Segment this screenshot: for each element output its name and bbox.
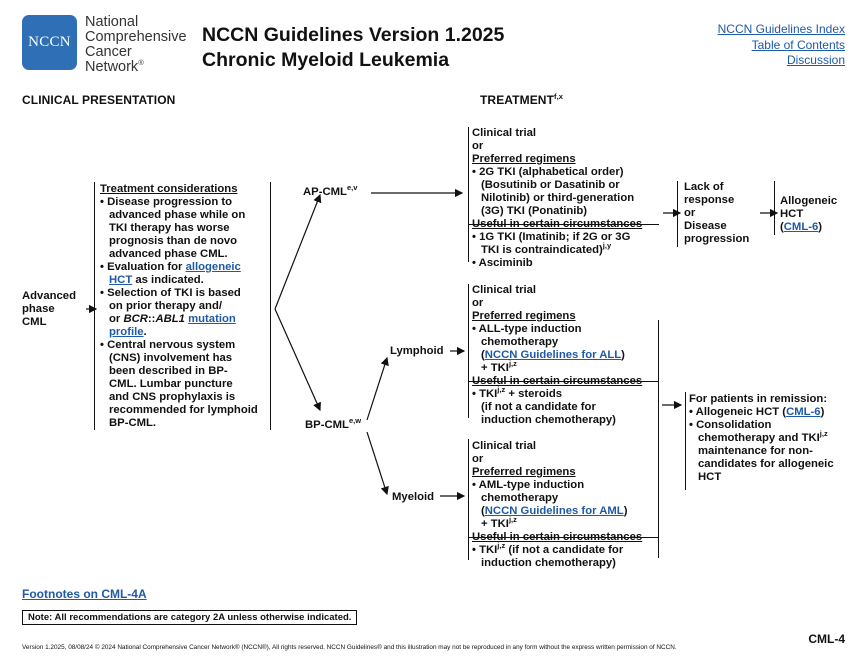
- considerations-bracket: [94, 182, 95, 430]
- treatment-header: TREATMENTf,x: [480, 92, 564, 107]
- allo-bracket: [774, 181, 775, 235]
- cml-6-link-ap[interactable]: CML-6: [783, 221, 819, 233]
- top-nav-links: NCCN Guidelines Index Table of Contents …: [718, 22, 845, 69]
- arrow-to-bp: [274, 308, 321, 412]
- clinical-presentation-header: CLINICAL PRESENTATION: [22, 93, 176, 107]
- remission-bracket: [685, 392, 686, 490]
- cml-6-link-remission[interactable]: CML-6: [786, 406, 821, 418]
- org-name: National Comprehensive Cancer Network®: [85, 14, 187, 75]
- mutation-profile-link-cont[interactable]: profile: [109, 326, 144, 338]
- mutation-profile-link[interactable]: mutation: [188, 313, 236, 325]
- myeloid-bracket: [468, 439, 469, 560]
- ap-regimens: Clinical trial or Preferred regimens • 2…: [472, 127, 643, 269]
- allogeneic-hct-link-cont[interactable]: HCT: [109, 274, 133, 286]
- arrow-to-lymphoid: [366, 356, 389, 421]
- allogeneic-hct-link[interactable]: allogeneic: [185, 261, 241, 273]
- lymphoid-bracket: [468, 284, 469, 418]
- guidelines-index-link[interactable]: NCCN Guidelines Index: [717, 22, 845, 36]
- allogeneic-hct-ap: Allogeneic HCT (CML-6): [780, 195, 838, 233]
- nccn-logo: NCCN: [22, 15, 77, 70]
- bp-merge-bracket: [658, 320, 659, 558]
- page-title: NCCN Guidelines Version 1.2025 Chronic M…: [202, 24, 505, 71]
- nccn-guidelines-aml-link[interactable]: NCCN Guidelines for AML: [484, 505, 624, 517]
- ap-bracket: [468, 127, 469, 262]
- copyright-footer: Version 1.2025, 08/08/24 © 2024 National…: [22, 644, 677, 651]
- footnotes-link[interactable]: Footnotes on CML-4A: [22, 587, 147, 601]
- lymphoid-label: Lymphoid: [390, 345, 444, 357]
- table-of-contents-link[interactable]: Table of Contents: [751, 37, 845, 52]
- page-id: CML-4: [808, 632, 845, 646]
- arrow-to-ap: [274, 193, 322, 310]
- considerations-right-bracket: [270, 182, 271, 430]
- myeloid-label: Myeloid: [392, 491, 435, 503]
- advanced-phase-cml: Advanced phase CML: [22, 290, 76, 328]
- category-note: Note: All recommendations are category 2…: [22, 610, 358, 625]
- treatment-considerations: Treatment considerations • Disease progr…: [100, 183, 258, 429]
- arrow-to-myeloid: [366, 431, 389, 496]
- lack-of-response: Lack of response or Disease progression: [684, 181, 750, 245]
- lack-bracket: [677, 181, 678, 247]
- myeloid-regimens: Clinical trial or Preferred regimens • A…: [472, 440, 643, 569]
- ap-cml-label: AP-CMLe,v: [303, 183, 358, 198]
- discussion-link[interactable]: Discussion: [786, 53, 845, 67]
- nccn-guidelines-all-link[interactable]: NCCN Guidelines for ALL: [484, 349, 622, 361]
- remission-box: For patients in remission: • Allogeneic …: [689, 393, 834, 483]
- bp-cml-label: BP-CMLe,w: [305, 416, 362, 431]
- lymphoid-regimens: Clinical trial or Preferred regimens • A…: [472, 284, 643, 426]
